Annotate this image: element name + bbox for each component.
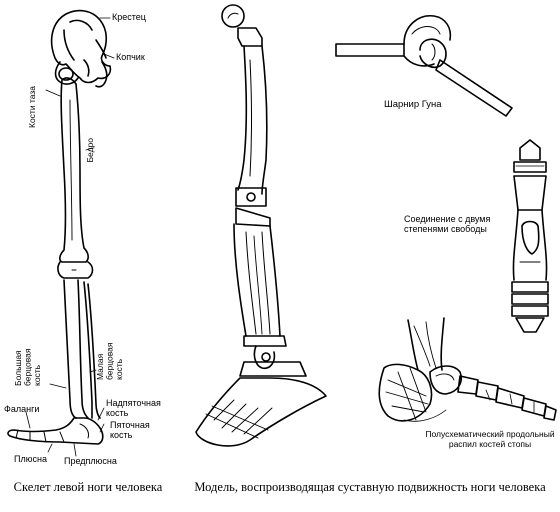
femur-drawing: [59, 77, 89, 263]
foot-section-drawing: [378, 317, 557, 422]
label-falangi: Фаланги: [4, 404, 40, 414]
label-pyatochnaya: Пяточная кость: [110, 420, 150, 440]
hoon-hinge-drawing: [335, 15, 513, 117]
label-nadpyatochnaya: Надпяточная кость: [106, 398, 161, 418]
caption-right: Модель, воспроизводящая суставную подвиж…: [194, 480, 546, 494]
foot-skeleton-drawing: [7, 417, 104, 445]
label-predplyusna: Предплюсна: [64, 456, 117, 466]
label-krestets: Крестец: [112, 12, 146, 22]
label-polusxematicheskiy: Полусхематический продольный распил кост…: [425, 429, 555, 449]
pelvis-drawing: [50, 9, 112, 88]
two-dof-joint-drawing: [511, 139, 549, 333]
label-malaya-bertsovaya: Малая берцовая кость: [95, 342, 124, 380]
prosthesis-drawing: [195, 4, 327, 447]
label-bolshaya-bertsovaya: Большая берцовая кость: [13, 348, 42, 386]
label-kopchik: Копчик: [116, 52, 145, 62]
label-plyusna: Плюсна: [14, 454, 47, 464]
label-soedinenie: Соединение с двумя степенями свободы: [404, 214, 491, 234]
label-kosti-taza: Кости таза: [27, 86, 37, 128]
knee-drawing: [57, 261, 94, 279]
label-sharnir-guna: Шарнир Гуна: [384, 99, 442, 110]
label-bedro: Бедро: [85, 138, 95, 163]
skeleton-leader-lines: [25, 17, 115, 457]
caption-left: Скелет левой ноги человека: [13, 480, 163, 494]
tibia-fibula-drawing: [63, 279, 101, 419]
